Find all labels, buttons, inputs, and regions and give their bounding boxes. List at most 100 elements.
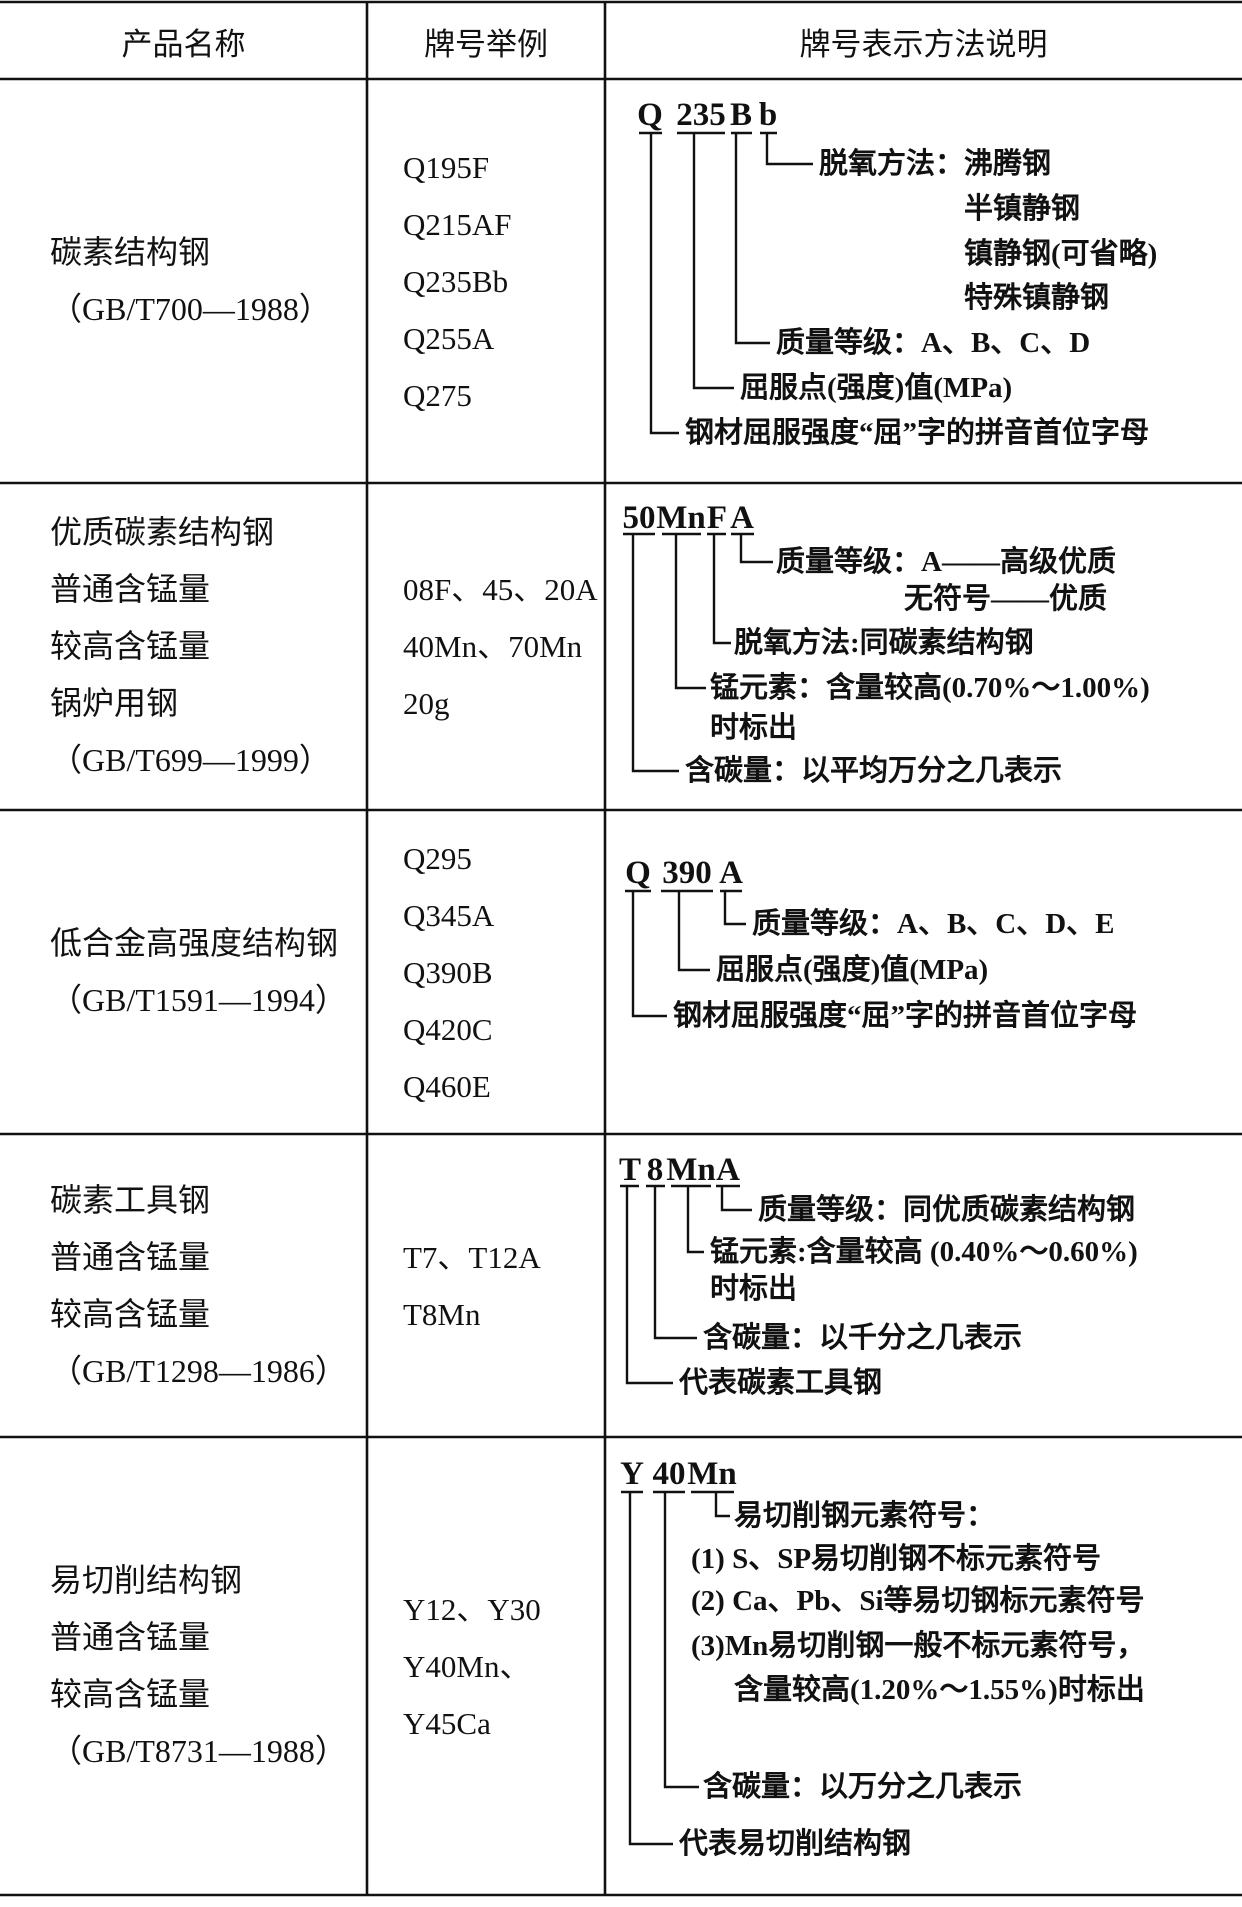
grade-examples-cell: T7、T12A T8Mn (367, 1134, 605, 1437)
label-semi-killed-steel: 半镇静钢 (964, 193, 1081, 225)
grade-example: Y12、Y30 (403, 1591, 541, 1627)
label-killed-steel: 镇静钢(可省略) (964, 238, 1158, 270)
product-subtype: 较高含锰量 (50, 1295, 211, 1332)
product-standard: （GB/T1298—1986） (50, 1352, 347, 1389)
product-name: 碳素工具钢 (50, 1181, 211, 1218)
grade-code-free-cutting-letter: Y (620, 1456, 644, 1492)
label-quality-grade: 质量等级：同优质碳素结构钢 (758, 1194, 1136, 1226)
product-subtype: 较高含锰量 (50, 1676, 211, 1712)
label-carbon-content: 含碳量：以万分之几表示 (703, 1771, 1023, 1803)
label-quality-grade: 质量等级：A——高级优质 (776, 546, 1116, 578)
grade-examples-cell: Y12、Y30 Y40Mn、 Y45Ca (367, 1437, 605, 1895)
bracket-connector (720, 1186, 752, 1212)
grade-example: Q215AF (403, 206, 512, 242)
product-name: 优质碳素结构钢 (50, 514, 275, 550)
grade-example: Q235Bb (403, 263, 509, 299)
bracket-connector (739, 534, 773, 564)
label-note-3-continued: 含量较高(1.20%～1.55%)时标出 (734, 1674, 1145, 1706)
grade-example: Q460E (403, 1068, 491, 1104)
product-name-cell: 碳素结构钢 （GB/T700—1988） (0, 79, 367, 483)
grade-examples-cell: 08F、45、20A 40Mn、70Mn 20g (367, 483, 605, 810)
label-deoxidation-method: 脱氧方法：沸腾钢 (819, 148, 1052, 180)
label-manganese-marking-note: 时标出 (710, 1273, 798, 1305)
product-subtype: 较高含锰量 (50, 628, 211, 664)
label-carbon-content: 含碳量：以平均万分之几表示 (685, 755, 1063, 787)
header-product-name: 产品名称 (121, 26, 246, 62)
label-manganese-element: 锰元素：含量较高(0.70%～1.00%) (710, 672, 1150, 704)
grade-example: 40Mn、70Mn (403, 629, 583, 664)
header-designation-method: 牌号表示方法说明 (799, 26, 1048, 62)
label-yield-letter: 钢材屈服强度“屈”字的拼音首位字母 (685, 417, 1150, 449)
grade-code-carbon: 50 (622, 500, 656, 536)
label-yield-point-value: 屈服点(强度)值(MPa) (716, 954, 989, 986)
grade-example: Y45Ca (403, 1705, 491, 1741)
product-subtype: 普通含锰量 (50, 1619, 211, 1655)
product-name-cell: 低合金高强度结构钢 （GB/T1591—1994） (0, 810, 367, 1134)
grade-code-tool-steel-letter: T (618, 1152, 642, 1188)
grade-code-quality-grade: B (729, 97, 753, 133)
grade-examples-cell: Q195F Q215AF Q235Bb Q255A Q275 (367, 79, 605, 483)
grade-code-carbon: 8 (646, 1152, 664, 1188)
grade-code-quality-grade: A (719, 855, 743, 891)
bracket-connector (765, 133, 813, 166)
product-name-cell: 优质碳素结构钢 普通含锰量 较高含锰量 锅炉用钢 （GB/T699—1999） (0, 483, 367, 810)
grade-code-yield-letter: Q (625, 855, 651, 891)
bracket-connector (712, 534, 731, 645)
label-manganese-marking-note: 时标出 (710, 712, 798, 744)
label-quality-grade: 质量等级：A、B、C、D (776, 327, 1091, 359)
bracket-connector (625, 1186, 673, 1385)
product-standard: （GB/T700—1988） (50, 291, 331, 327)
bracket-connector (628, 1492, 673, 1846)
grade-code-element-symbol: Mn (687, 1456, 737, 1492)
label-special-killed-steel: 特殊镇静钢 (964, 282, 1110, 314)
product-standard: （GB/T699—1999） (50, 742, 331, 778)
scheme-brackets-row-3 (625, 889, 746, 1018)
product-subtype: 普通含锰量 (50, 571, 211, 607)
grade-example: 08F、45、20A (403, 572, 598, 607)
product-standard: （GB/T8731—1988） (50, 1733, 347, 1769)
bracket-connector (677, 891, 710, 972)
product-subtype: 普通含锰量 (50, 1238, 211, 1275)
scheme-brackets-row-2 (623, 532, 773, 773)
label-yield-letter: 钢材屈服强度“屈”字的拼音首位字母 (673, 1000, 1138, 1032)
product-subtype: 锅炉用钢 (50, 685, 179, 721)
bracket-connector (723, 891, 746, 926)
header-grade-examples: 牌号举例 (424, 26, 548, 62)
grade-example: T8Mn (403, 1296, 481, 1332)
grade-example: Q275 (403, 377, 472, 413)
grade-code-quality-grade: A (730, 500, 754, 536)
product-name: 低合金高强度结构钢 (50, 925, 339, 961)
grade-example: Q390B (403, 954, 493, 990)
product-standard: （GB/T1591—1994） (50, 982, 347, 1018)
grade-example: Y40Mn、 (403, 1648, 531, 1684)
grade-code-manganese: Mn (656, 500, 706, 536)
bracket-connector (714, 1492, 730, 1518)
label-manganese-element: 锰元素:含量较高 (0.40%～0.60%) (710, 1236, 1138, 1268)
product-name-cell: 易切削结构钢 普通含锰量 较高含锰量 （GB/T8731—1988） (0, 1437, 367, 1895)
product-name-cell: 碳素工具钢 普通含锰量 较高含锰量 （GB/T1298—1986） (0, 1134, 367, 1437)
label-carbon-content: 含碳量：以千分之几表示 (703, 1322, 1023, 1354)
grade-example: Q345A (403, 897, 495, 933)
bracket-connector (686, 1186, 704, 1254)
grade-examples-cell: Q295 Q345A Q390B Q420C Q460E (367, 810, 605, 1134)
label-free-cutting-steel-letter: 代表易切削结构钢 (679, 1828, 912, 1860)
bracket-connector (734, 133, 770, 345)
scheme-brackets-row-4 (620, 1184, 752, 1385)
grade-example: Q195F (403, 149, 490, 185)
product-name: 碳素结构钢 (50, 234, 211, 270)
grade-code-yield-value: 235 (676, 97, 726, 133)
scheme-brackets-row-5 (621, 1490, 734, 1846)
grade-code-yield-value: 390 (662, 855, 712, 891)
label-note-3: (3)Mn易切削钢一般不标元素符号， (691, 1630, 1146, 1662)
bracket-connector (631, 891, 667, 1018)
bracket-connector (649, 133, 679, 435)
label-free-cutting-element-symbol: 易切削钢元素符号： (734, 1500, 996, 1532)
label-note-1: (1) S、SP易切削钢不标元素符号 (691, 1543, 1102, 1575)
bracket-connector (674, 534, 706, 690)
grade-example: Q420C (403, 1011, 493, 1047)
grade-example: Q295 (403, 840, 472, 876)
grade-example: Q255A (403, 320, 495, 356)
product-name: 易切削结构钢 (50, 1562, 243, 1598)
label-tool-steel-letter: 代表碳素工具钢 (679, 1367, 883, 1399)
